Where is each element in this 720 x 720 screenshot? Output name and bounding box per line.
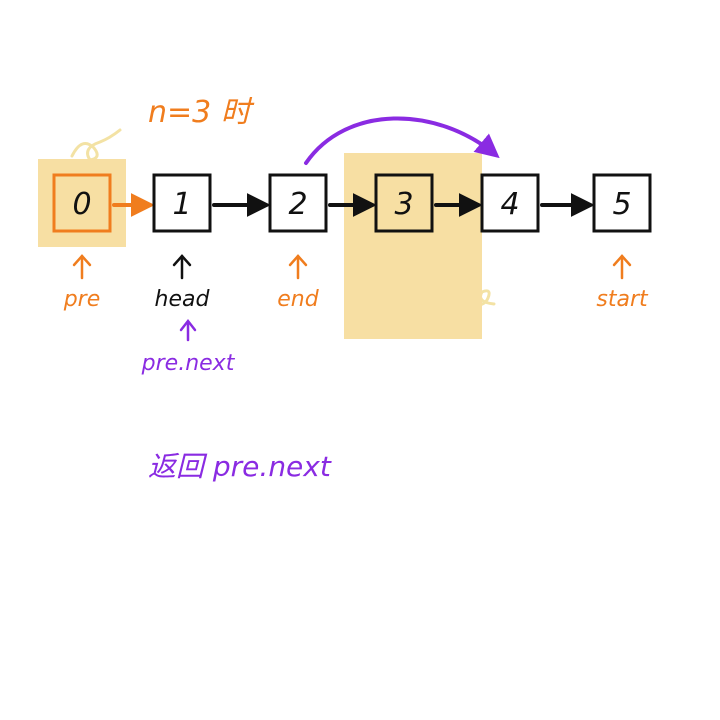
list-node-box [268, 173, 328, 233]
pointer-label: pre [63, 287, 101, 312]
list-node-box [374, 173, 434, 233]
pointer-arrow-head [179, 318, 197, 332]
list-node-value: 0 [72, 187, 91, 222]
result-text: 返回 pre.next [148, 450, 332, 483]
bypass-arrow [304, 116, 500, 165]
pointer-label: start [596, 287, 649, 312]
pointer-arrow-head [72, 254, 92, 267]
list-node-value: 2 [288, 187, 307, 222]
list-node-value: 4 [500, 187, 519, 222]
pointer-label: head [155, 287, 211, 312]
list-node-box [152, 173, 212, 233]
list-node-box [480, 173, 540, 233]
list-node-value: 5 [612, 187, 631, 222]
doodle-mark [70, 128, 122, 162]
pointer-arrow-head [288, 254, 308, 267]
pointer-label: pre.next [141, 351, 236, 376]
list-node-box [52, 173, 112, 233]
pointer-arrow-head [172, 254, 192, 267]
list-node-value: 3 [394, 187, 413, 222]
list-node-box [592, 173, 652, 233]
pointer-label: end [277, 287, 319, 312]
node-highlight [344, 153, 482, 339]
diagram-title: n=3 时 [148, 95, 255, 130]
pointer-arrow-head [612, 254, 632, 267]
list-node-value: 1 [172, 187, 191, 222]
